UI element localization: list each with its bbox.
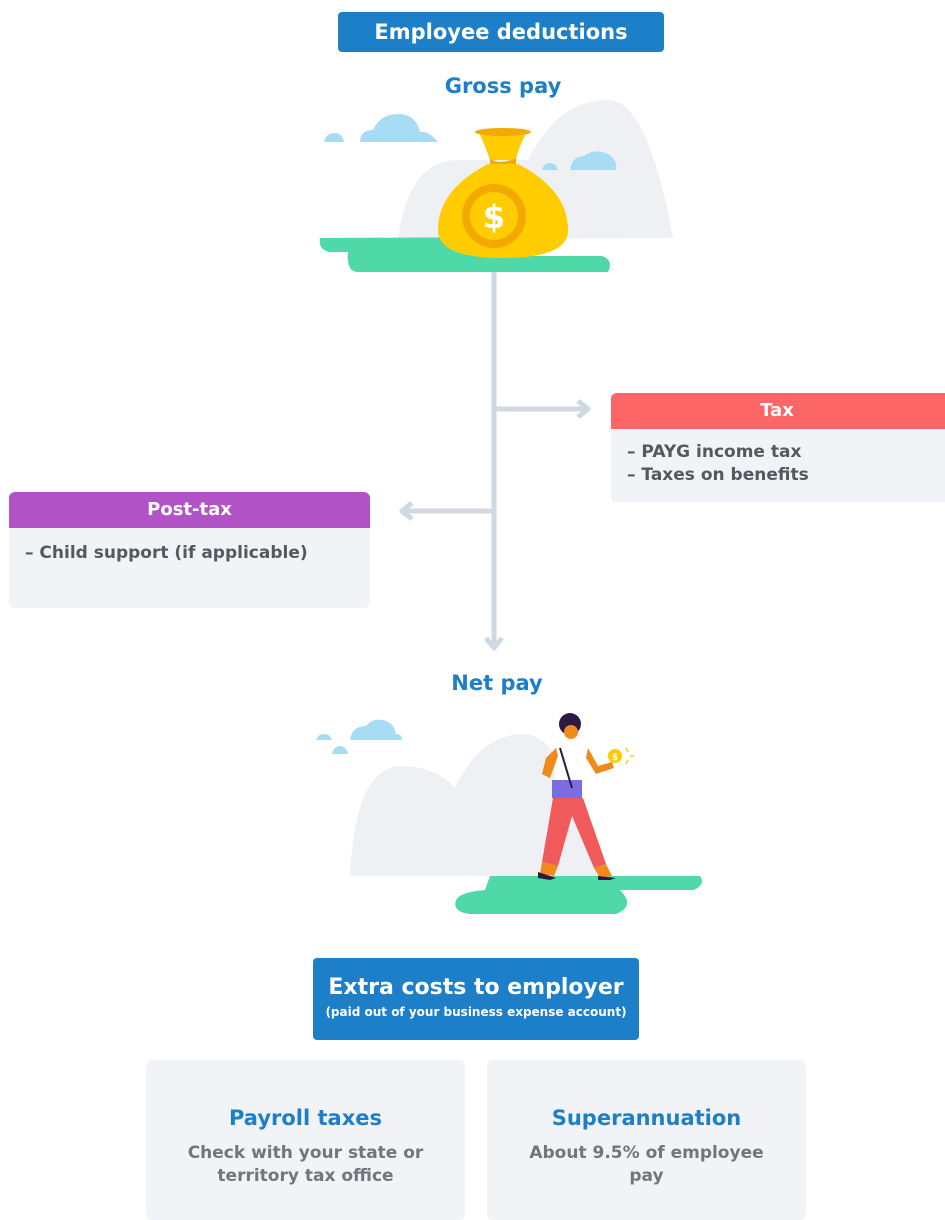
arrow-down-icon [484, 636, 504, 651]
grass-platform [455, 876, 702, 914]
extra-costs-box: Extra costs to employer (paid out of you… [313, 958, 639, 1040]
coin-symbol: $ [612, 753, 618, 763]
payroll-taxes-card: Payroll taxes Check with your state or t… [146, 1060, 465, 1220]
tax-box: Tax – PAYG income tax – Taxes on benefit… [611, 393, 945, 502]
flow-connector [399, 272, 591, 651]
cloud-icon [316, 719, 402, 754]
cloud-icon [324, 114, 617, 170]
card-title: Superannuation [551, 1106, 742, 1130]
net-pay-title: Net pay [451, 671, 543, 695]
tax-title: Tax [611, 393, 945, 429]
money-bag-illustration: $ [319, 100, 673, 272]
extra-costs-subtitle: (paid out of your business expense accou… [325, 1005, 627, 1019]
gross-pay-title: Gross pay [444, 74, 562, 98]
diagram-title: Employee deductions [338, 12, 664, 52]
post-tax-list: – Child support (if applicable) [9, 528, 370, 577]
extra-costs-title: Extra costs to employer [328, 975, 624, 1000]
woman-holding-coin-icon: $ [538, 713, 634, 880]
hill-shape [350, 734, 600, 876]
arrow-left-icon [399, 501, 414, 521]
list-item: – Taxes on benefits [627, 465, 809, 485]
list-item: – PAYG income tax [627, 442, 802, 462]
money-bag-icon: $ [438, 128, 568, 258]
superannuation-card: Superannuation About 9.5% of employee pa… [487, 1060, 806, 1220]
dollar-sign: $ [483, 198, 505, 236]
list-item: – Child support (if applicable) [25, 543, 308, 563]
net-pay-illustration: $ [316, 713, 702, 914]
arrow-right-icon [576, 399, 591, 419]
card-text: Check with your state or territory tax o… [187, 1143, 424, 1186]
post-tax-box: Post-tax – Child support (if applicable) [9, 492, 370, 608]
card-text: About 9.5% of employee pay [529, 1143, 764, 1186]
grass-platform [319, 237, 610, 272]
card-title: Payroll taxes [228, 1106, 383, 1130]
post-tax-title: Post-tax [9, 492, 370, 528]
tax-list: – PAYG income tax – Taxes on benefits [611, 429, 945, 499]
